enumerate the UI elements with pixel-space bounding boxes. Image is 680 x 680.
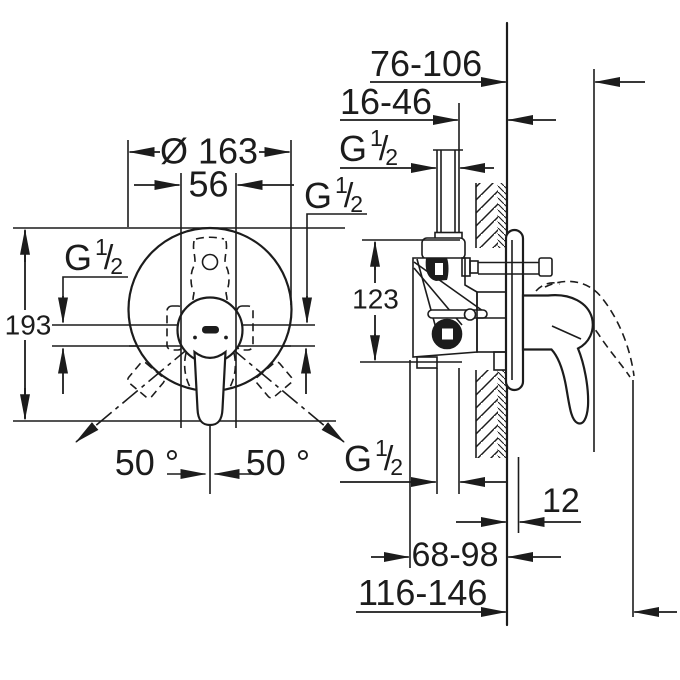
angle-axis-left — [75, 346, 191, 443]
concealed-body-outline — [183, 236, 237, 390]
dim-port-spacing: 56 — [134, 164, 294, 428]
lever-front — [193, 349, 227, 427]
svg-text:G1/2: G1/2 — [304, 172, 363, 217]
valve-body — [412, 231, 508, 371]
dim-body-height: 123 — [352, 239, 462, 363]
handle-spindle — [478, 257, 553, 277]
angle-axis-right — [229, 346, 345, 443]
dim-outlet-depth: 16-46 — [340, 81, 556, 125]
handle-side — [521, 294, 594, 425]
dim-diameter: Ø 163 — [127, 131, 292, 305]
logo-badge — [202, 326, 219, 334]
svg-text:G1/2: G1/2 — [344, 435, 403, 480]
outlet-pipe — [433, 103, 463, 238]
dim-handle-depth: 76-106 — [370, 43, 645, 87]
side-view: 76-106 16-46 G1/2 123 — [339, 21, 677, 627]
svg-text:G1/2: G1/2 — [339, 125, 398, 170]
dim-port-spacing-label: 56 — [188, 164, 228, 205]
svg-text:G1/2: G1/2 — [64, 234, 123, 279]
dim-body-height-label: 123 — [352, 284, 399, 315]
dim-handle-depth-label: 76-106 — [370, 43, 482, 84]
angle-right-label: 50 ° — [246, 442, 310, 483]
dim-trim-thickness-label: 12 — [542, 482, 580, 520]
dim-rough-in-depth: 68-98 — [371, 360, 561, 574]
screw-dot-left — [193, 335, 197, 340]
escutcheon-side — [504, 228, 525, 392]
dim-diameter-label: Ø 163 — [160, 131, 258, 172]
dim-rough-in-depth-label: 68-98 — [412, 536, 499, 574]
dim-outlet-depth-label: 16-46 — [340, 81, 432, 122]
dim-trim-thickness: 12 — [456, 457, 581, 533]
dim-height: 193 — [5, 228, 52, 421]
dim-total-depth-label: 116-146 — [358, 572, 487, 613]
screw-dot-right — [224, 335, 228, 340]
angle-left-label: 50 ° — [115, 442, 179, 483]
dim-total-depth: 116-146 — [356, 572, 677, 617]
wall-section — [475, 21, 509, 627]
dim-height-label: 193 — [5, 310, 52, 341]
